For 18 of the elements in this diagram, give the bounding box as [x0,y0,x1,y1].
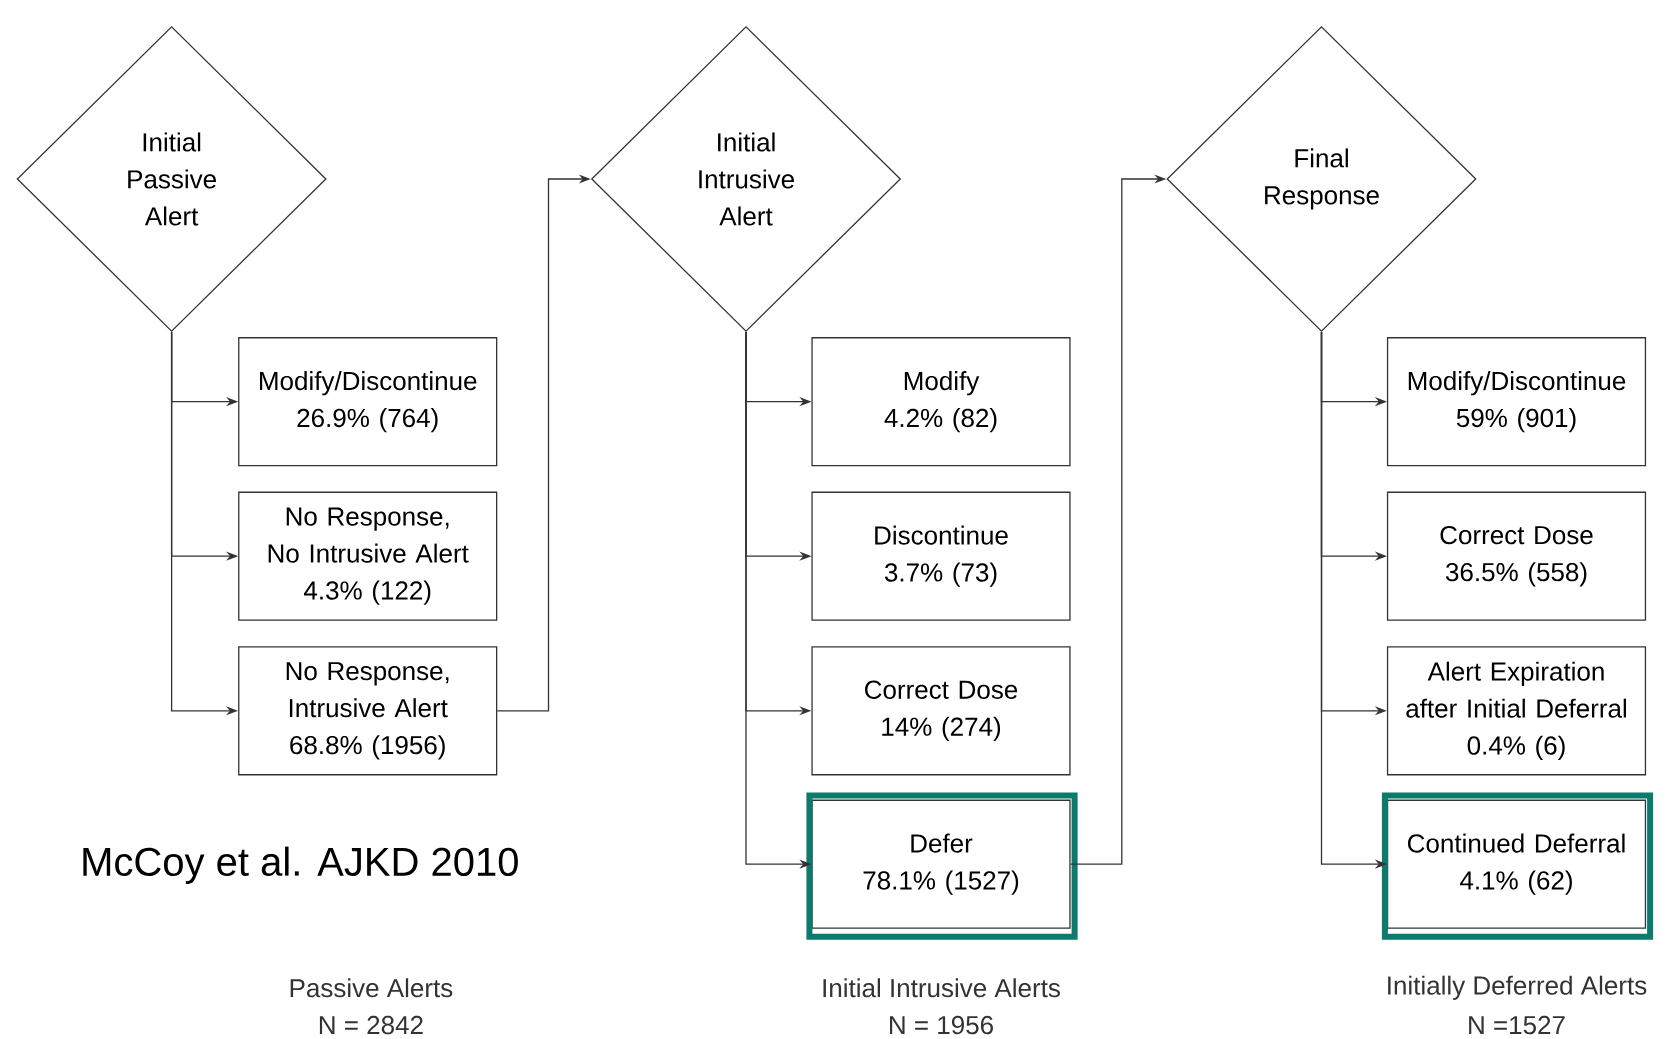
process-box: No Response, Intrusive Alert 68.8% (1956) [238,646,498,776]
column-caption: N = 1956 [890,1015,993,1035]
column-caption: N =1527 [1469,1015,1565,1035]
process-box: Modify/Discontinue 26.9% (764) [238,337,498,467]
process-box: Alert Expiration after Initial Deferral 0.4% (6) [1386,646,1647,776]
column-caption: Passive Alerts [290,978,453,998]
process-box: Correct Dose 14% (274) [811,646,1071,776]
process-box: Defer 78.1% (1527) [811,799,1071,929]
process-box: Continued Deferral 4.1% (62) [1386,799,1647,929]
citation-text: McCoy et al. AJKD 2010 [83,846,518,884]
column-caption: Initially Deferred Alerts [1388,975,1647,1000]
process-box: Modify 4.2% (82) [811,337,1071,467]
process-box: Correct Dose 36.5% (558) [1386,491,1647,621]
process-box: No Response, No Intrusive Alert 4.3% (122) [238,491,498,621]
column-caption: Initial Intrusive Alerts [823,978,1060,998]
process-box: Discontinue 3.7% (73) [811,491,1071,621]
column-caption: N = 2842 [319,1015,423,1035]
process-box: Modify/Discontinue 59% (901) [1386,337,1647,467]
